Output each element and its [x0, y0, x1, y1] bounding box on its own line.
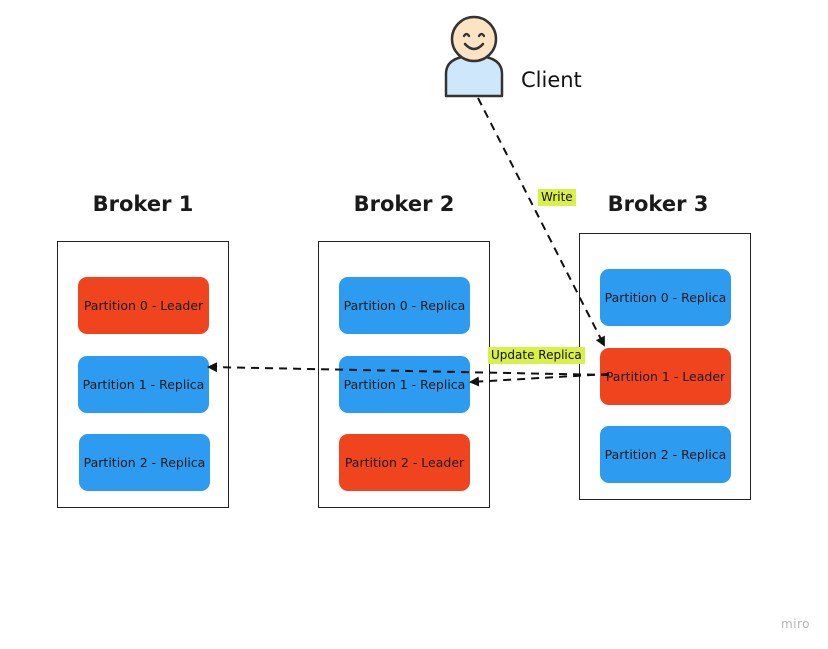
broker-3-title: Broker 3	[607, 192, 709, 216]
miro-watermark: miro	[780, 617, 810, 631]
broker-1-partition-2: Partition 2 - Replica	[79, 434, 210, 491]
broker-3-partition-0: Partition 0 - Replica	[600, 269, 731, 326]
client-label: Client	[521, 68, 582, 92]
user-smile-icon	[440, 12, 508, 98]
broker-2-partition-2: Partition 2 - Leader	[339, 434, 470, 491]
write-tag: Write	[538, 189, 576, 206]
broker-3-partition-2: Partition 2 - Replica	[600, 426, 731, 483]
broker-2-partition-1: Partition 1 - Replica	[339, 356, 470, 413]
broker-1-box: Partition 0 - Leader Partition 1 - Repli…	[57, 241, 229, 508]
broker-2-partition-0: Partition 0 - Replica	[339, 277, 470, 334]
broker-1-title: Broker 1	[92, 192, 194, 216]
broker-1-partition-1: Partition 1 - Replica	[78, 356, 209, 413]
broker-1-partition-0: Partition 0 - Leader	[78, 277, 209, 334]
broker-3-box: Partition 0 - Replica Partition 1 - Lead…	[579, 233, 751, 500]
broker-3-partition-1: Partition 1 - Leader	[600, 348, 731, 405]
update-replica-tag: Update Replica	[488, 347, 585, 364]
broker-2-title: Broker 2	[353, 192, 455, 216]
broker-2-box: Partition 0 - Replica Partition 1 - Repl…	[318, 241, 490, 508]
